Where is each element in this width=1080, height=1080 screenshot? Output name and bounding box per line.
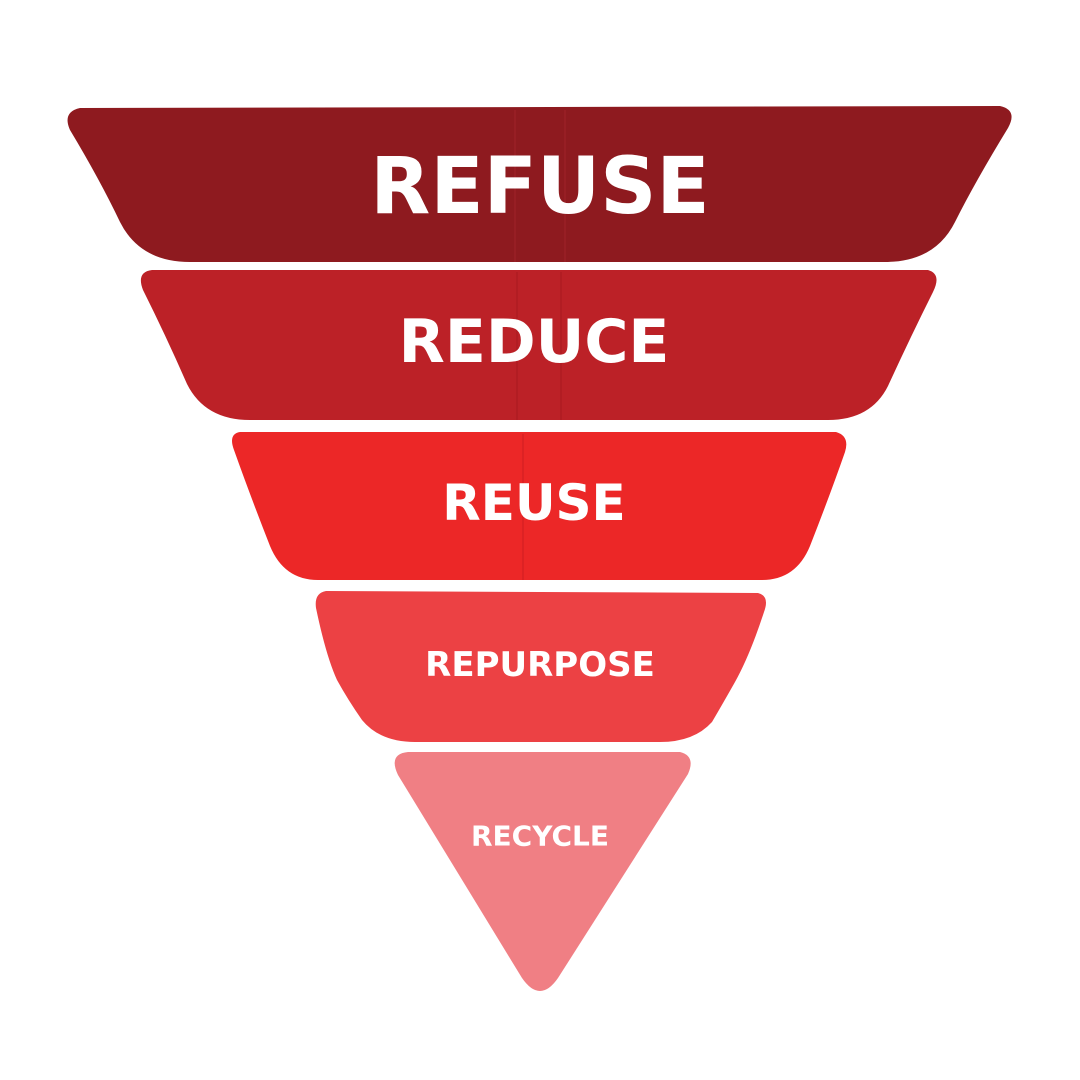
tier-reduce-label: REDUCE [399,307,670,377]
tier-repurpose-label: REPURPOSE [425,645,655,685]
tier-recycle-shape [394,752,691,991]
tier-recycle-label: RECYCLE [471,820,609,853]
tier-reuse: REUSE [232,432,847,580]
tier-refuse-shape [67,106,1012,262]
tier-repurpose: REPURPOSE [315,591,766,742]
tier-refuse-label: REFUSE [370,142,709,232]
tier-refuse: REFUSE [67,106,1012,262]
tier-recycle: RECYCLE [394,752,691,991]
tier-reuse-label: REUSE [442,474,625,532]
tier-repurpose-shape [315,591,766,742]
tier-reuse-shape [232,432,847,580]
tier-reduce: REDUCE [140,270,937,420]
tier-reduce-shape [140,270,937,420]
